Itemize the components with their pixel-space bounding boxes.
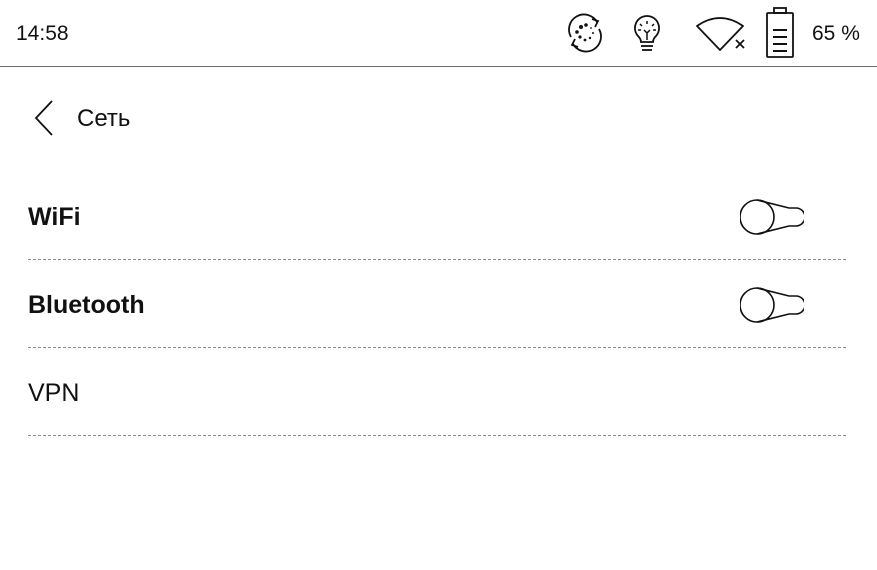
setting-row-wifi[interactable]: WiFi bbox=[28, 172, 846, 260]
clock: 14:58 bbox=[16, 22, 69, 45]
wifi-off-icon[interactable] bbox=[694, 12, 750, 54]
back-button[interactable] bbox=[30, 98, 60, 138]
bluetooth-toggle[interactable] bbox=[740, 287, 804, 323]
setting-row-bluetooth[interactable]: Bluetooth bbox=[28, 260, 846, 348]
setting-label-bluetooth: Bluetooth bbox=[28, 291, 145, 319]
wifi-toggle[interactable] bbox=[740, 199, 804, 235]
page-header: Сеть bbox=[0, 96, 300, 140]
page-title: Сеть bbox=[77, 105, 131, 132]
status-bar: 14:58 bbox=[0, 0, 877, 67]
battery-icon bbox=[766, 7, 794, 58]
sync-icon[interactable] bbox=[563, 11, 607, 55]
battery-percentage: 65 % bbox=[812, 22, 860, 45]
setting-label-vpn: VPN bbox=[28, 379, 80, 407]
frontlight-icon[interactable] bbox=[625, 10, 669, 56]
setting-label-wifi: WiFi bbox=[28, 203, 81, 231]
setting-row-vpn[interactable]: VPN bbox=[28, 348, 846, 436]
settings-list: WiFi Bluetooth VPN bbox=[28, 172, 846, 436]
chevron-left-icon bbox=[34, 100, 53, 136]
